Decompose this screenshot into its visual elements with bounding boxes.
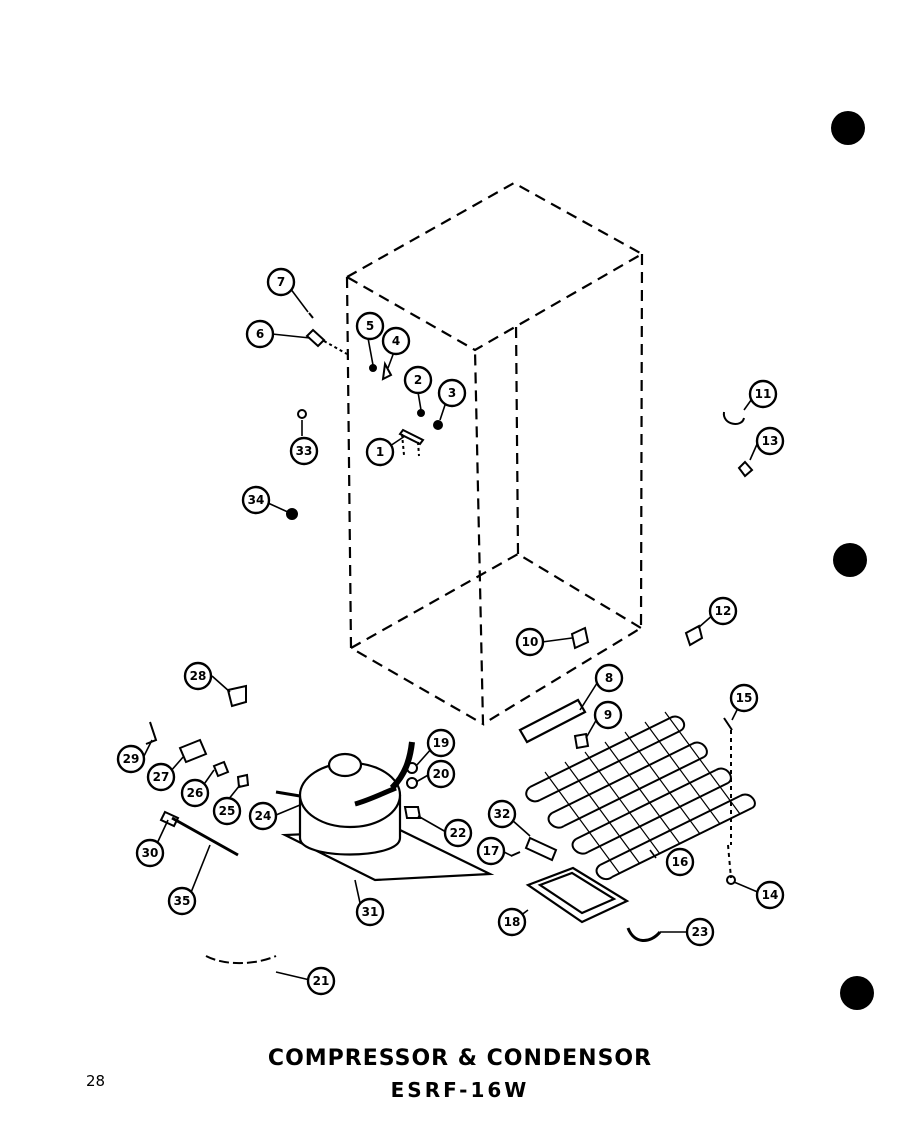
callout-label: 10 [522, 635, 539, 649]
callout-label: 25 [219, 804, 236, 818]
callout-label: 33 [296, 444, 313, 458]
callout-bubbles [116, 267, 785, 996]
callout-8 [594, 663, 624, 693]
callout-21 [306, 966, 336, 996]
callout-label: 4 [392, 334, 400, 348]
callout-12 [708, 596, 738, 626]
callout-26 [180, 778, 210, 808]
callout-label: 30 [142, 846, 159, 860]
callout-label: 17 [483, 844, 500, 858]
callout-label: 21 [313, 974, 330, 988]
callout-35 [167, 886, 197, 916]
callout-label: 29 [123, 752, 140, 766]
callout-label: 26 [187, 786, 204, 800]
callout-label: 3 [448, 386, 456, 400]
callout-5 [355, 311, 385, 341]
callout-2 [403, 365, 433, 395]
callout-1 [365, 437, 395, 467]
callout-label: 5 [366, 319, 374, 333]
tube [171, 816, 239, 857]
callout-label: 31 [362, 905, 379, 919]
callout-31 [355, 897, 385, 927]
callout-label: 16 [672, 855, 689, 869]
drier [518, 698, 587, 744]
callout-labels: 1 2 3 4 5 6 7 8 9 10 11 12 13 14 15 16 1… [123, 275, 779, 988]
callout-15 [729, 683, 759, 713]
cabinet-outline [344, 181, 645, 726]
callout-label: 9 [604, 708, 612, 722]
callout-label: 2 [414, 373, 422, 387]
binder-hole-top [831, 111, 865, 145]
callout-14 [755, 880, 785, 910]
callout-label: 19 [433, 736, 450, 750]
callout-label: 24 [255, 809, 272, 823]
callout-22 [443, 818, 473, 848]
callout-29 [116, 744, 146, 774]
callout-17 [476, 836, 506, 866]
callout-label: 28 [190, 669, 207, 683]
condensate-line [205, 955, 277, 965]
callout-6 [245, 319, 275, 349]
callout-10 [515, 627, 545, 657]
callout-label: 20 [433, 767, 450, 781]
drain-pan [525, 866, 630, 924]
callout-19 [426, 728, 456, 758]
page-number: 28 [86, 1072, 106, 1090]
callout-34 [241, 485, 271, 515]
model-number: ESRF-16W [390, 1078, 530, 1102]
callout-23 [685, 917, 715, 947]
binder-hole-bottom [840, 976, 874, 1010]
leader-lines [143, 287, 761, 981]
callout-13 [755, 426, 785, 456]
condenser-coil [525, 711, 756, 881]
callout-label: 11 [755, 387, 772, 401]
callout-4 [381, 326, 411, 356]
callout-9 [593, 700, 623, 730]
callout-label: 14 [762, 888, 779, 902]
callout-label: 1 [376, 445, 384, 459]
callout-label: 23 [692, 925, 709, 939]
callout-11 [748, 379, 778, 409]
callout-label: 6 [256, 327, 264, 341]
callout-30 [135, 838, 165, 868]
callout-label: 32 [494, 807, 511, 821]
callout-18 [497, 907, 527, 937]
callout-label: 15 [736, 691, 753, 705]
callout-label: 12 [715, 604, 732, 618]
small-parts [145, 312, 754, 942]
binder-hole-middle [833, 543, 867, 577]
callout-label: 18 [504, 915, 521, 929]
callout-25 [212, 796, 242, 826]
callout-label: 27 [153, 770, 170, 784]
callout-label: 34 [248, 493, 265, 507]
diagram-title: COMPRESSOR & CONDENSOR [267, 1046, 653, 1071]
callout-label: 22 [450, 826, 467, 840]
callout-28 [183, 661, 213, 691]
callout-label: 13 [762, 434, 779, 448]
callout-33 [289, 436, 319, 466]
callout-7 [266, 267, 296, 297]
callout-24 [248, 801, 278, 831]
callout-27 [146, 762, 176, 792]
callout-32 [487, 799, 517, 829]
compressor [275, 741, 495, 882]
callout-label: 7 [277, 275, 285, 289]
callout-16 [665, 847, 695, 877]
callout-3 [437, 378, 467, 408]
callout-20 [426, 759, 456, 789]
callout-label: 8 [605, 671, 613, 685]
callout-label: 35 [174, 894, 191, 908]
